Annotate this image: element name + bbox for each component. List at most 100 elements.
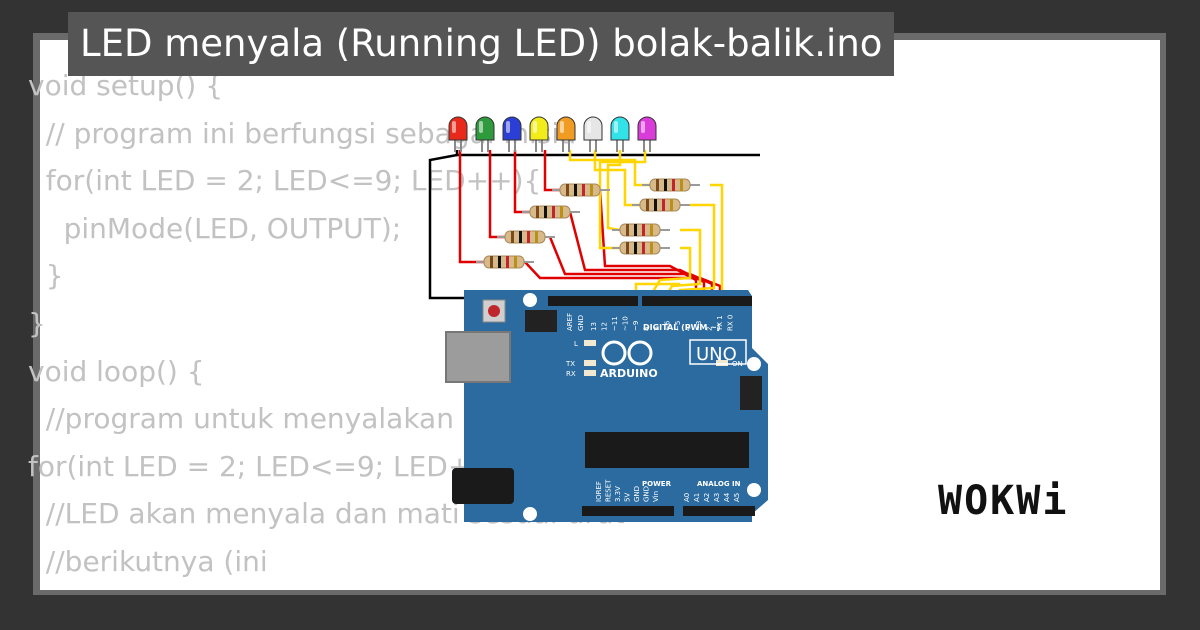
power-header [582, 506, 674, 516]
tx-label: TX [565, 360, 575, 368]
code-line: //berikutnya (ini [28, 544, 268, 578]
wire-yellow [646, 246, 692, 301]
wire-red [458, 150, 484, 264]
led [448, 116, 468, 152]
gnd-label: GND [577, 315, 585, 331]
mount-hole [747, 357, 761, 371]
arduino-logo-icon [601, 340, 653, 366]
uno-badge [689, 339, 747, 365]
resistor [476, 255, 534, 269]
analog-pin-label: A0 [683, 493, 691, 502]
power-pin-label: GND [643, 486, 651, 502]
power-pin-label: Vin [652, 491, 660, 502]
wire-yellow [593, 150, 640, 207]
uno-text: UNO [696, 344, 737, 365]
resistor [497, 230, 555, 244]
resistor [612, 241, 670, 255]
wire-black [428, 153, 582, 300]
atmega-chip [585, 432, 749, 468]
analog-pin-label: A1 [693, 493, 701, 502]
digital-pin-label: ~6 [664, 320, 672, 331]
led [637, 116, 657, 152]
code-line: void loop() { [28, 354, 205, 388]
resistors [476, 178, 700, 269]
digital-pin-label: 8 [643, 327, 651, 331]
wires [428, 150, 760, 301]
mount-hole [523, 293, 537, 307]
wokwi-logo: WOKWi [938, 478, 1069, 524]
digital-header-a [548, 296, 638, 306]
mount-hole [747, 483, 761, 497]
wire-red [598, 189, 698, 300]
analog-pin-label: A4 [723, 492, 731, 502]
rx-label: RX [566, 370, 576, 378]
analog-header [683, 506, 755, 516]
on-label: ON [732, 360, 743, 368]
digital-pin-label: ~11 [611, 316, 619, 331]
power-pin-label: IOREF [595, 481, 603, 502]
wire-yellow [606, 150, 622, 232]
wire-red [513, 150, 530, 214]
digital-pin-label: TX 1 [716, 315, 724, 332]
power-pin-label: RESET [605, 479, 613, 502]
project-title: LED menyala (Running LED) bolak-balik.in… [68, 12, 895, 76]
digital-pin-label: ~5 [674, 321, 682, 331]
led [556, 116, 576, 152]
usb-port [445, 331, 511, 383]
resistor [522, 205, 580, 219]
digital-pin-label: 4 [685, 326, 693, 331]
led [583, 116, 603, 152]
power-pin-label: GND [633, 486, 641, 502]
led-l [584, 340, 596, 346]
analog-pin-label: A3 [713, 493, 721, 502]
analog-pin-label: A5 [733, 493, 741, 502]
digital-header-b [642, 296, 752, 306]
digital-pin-label: 12 [601, 322, 609, 331]
led-on [716, 360, 728, 366]
digital-pin-label: 7 [653, 327, 661, 331]
aref-label: AREF [566, 313, 574, 331]
resistor [552, 183, 610, 197]
digital-pin-label: 2 [706, 327, 714, 331]
digital-pin-label: ~10 [622, 316, 630, 331]
analog-label: ANALOG IN [697, 480, 741, 488]
resistor [632, 198, 690, 212]
led [475, 116, 495, 152]
wire-yellow [598, 150, 647, 250]
led [610, 116, 630, 152]
power-jack [452, 468, 514, 504]
code-line: } [28, 306, 46, 340]
digital-pin-label: 13 [590, 322, 598, 331]
resistor [612, 223, 670, 237]
power-pin-label: 5V [624, 493, 632, 502]
digital-label: DIGITAL (PWM ~) [643, 323, 721, 332]
led [502, 116, 522, 152]
led-tx [584, 360, 596, 366]
l-label: L [574, 340, 578, 348]
reset-button-cap [488, 305, 500, 317]
icsp-header [525, 310, 557, 332]
code-line: pinMode(LED, OUTPUT); [28, 211, 402, 245]
digital-pin-label: RX 0 [727, 315, 735, 331]
wire-red [488, 150, 505, 239]
power-pin-label: 3.3V [614, 486, 622, 502]
code-line: } [28, 259, 64, 293]
wire-black [455, 150, 760, 157]
leds [448, 116, 657, 152]
digital-pin-label: ~3 [695, 321, 703, 331]
icsp-header-2 [740, 376, 762, 410]
power-label: POWER [642, 480, 672, 488]
wire-yellow [568, 150, 650, 187]
led-rx [584, 370, 596, 376]
resistor [642, 178, 700, 192]
analog-pin-label: A2 [703, 493, 711, 502]
code-line: for(int LED = 2; LED<=9; LED++){ [28, 164, 542, 198]
digital-pin-label: ~9 [632, 321, 640, 331]
mount-hole [523, 507, 537, 521]
arduino-text: ARDUINO [600, 367, 658, 380]
